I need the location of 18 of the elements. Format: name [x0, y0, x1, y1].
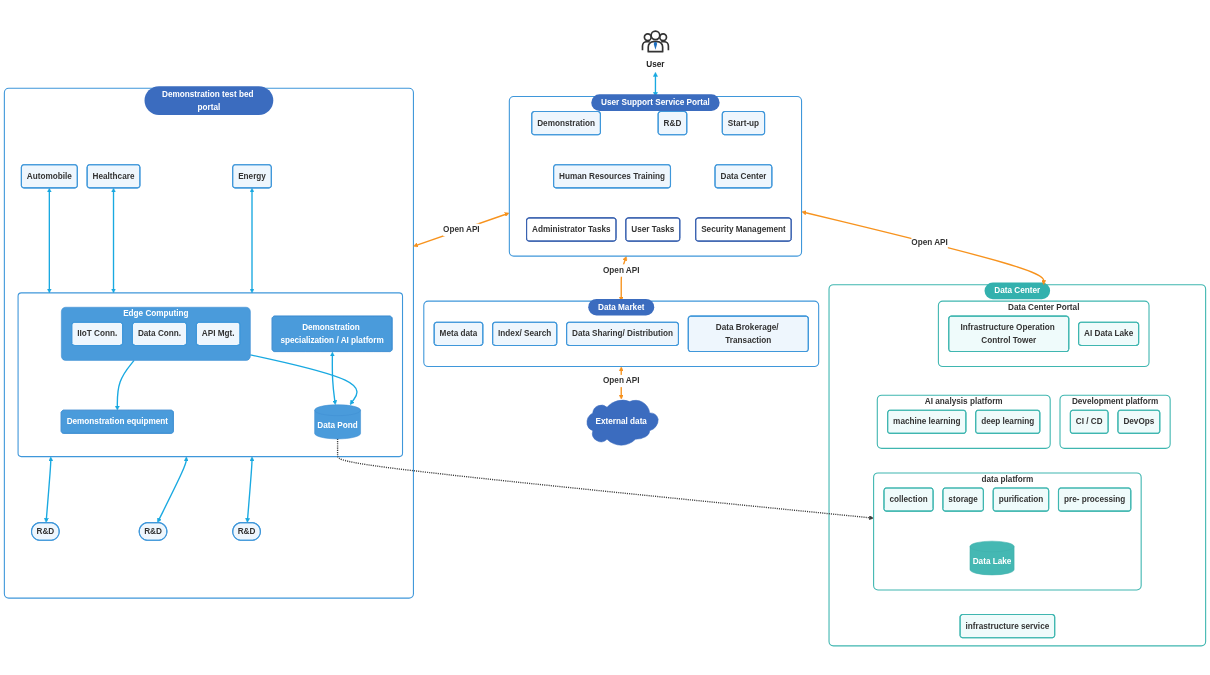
edge-label: Open API — [443, 224, 480, 234]
arrow — [46, 187, 52, 294]
arrow — [329, 351, 338, 405]
edge-label: Open API — [602, 265, 640, 275]
arrow — [44, 456, 54, 523]
arrow — [336, 438, 874, 521]
arrow — [157, 456, 189, 523]
edge-label: Open API — [602, 375, 640, 386]
cluster — [17, 292, 404, 458]
arrow — [653, 71, 658, 97]
arrow — [249, 187, 255, 294]
arrow — [114, 359, 135, 411]
arrow — [413, 212, 510, 248]
arrow — [249, 354, 358, 405]
edge-label: Open API — [911, 237, 948, 247]
arrow — [801, 210, 1047, 285]
arrow — [245, 456, 255, 523]
arrow — [111, 187, 116, 294]
